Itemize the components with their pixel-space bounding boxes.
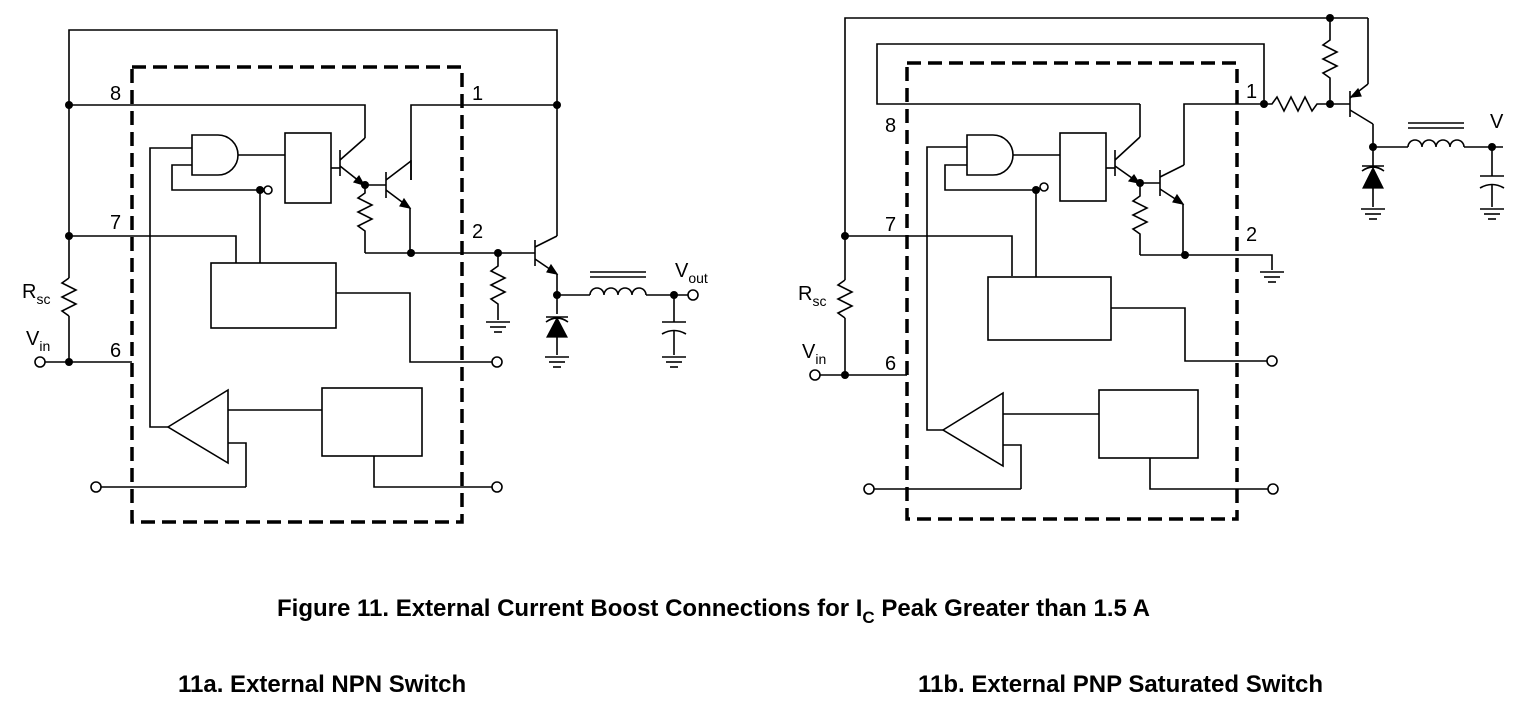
pin-2-label-b: 2 [1246, 224, 1257, 246]
driver-resistor-a [356, 185, 374, 253]
vout-label-b: V [1490, 111, 1504, 133]
top-loop-wire-a [68, 29, 558, 105]
vin-label-b: Vin [802, 341, 826, 367]
ic-outline-b [905, 61, 1239, 521]
inductor-a [589, 287, 647, 296]
pin-6-label-a: 6 [110, 340, 121, 362]
pin-8-label-a: 8 [110, 83, 121, 105]
driver-resistor-b [1131, 183, 1149, 255]
figure-caption: Figure 11. External Current Boost Connec… [277, 595, 1150, 627]
and-gate-b [966, 134, 1014, 176]
catch-diode-a [546, 316, 568, 338]
ic-outline-a [130, 65, 464, 524]
pin-6-label-b: 6 [885, 353, 896, 375]
latch-block-a [284, 132, 332, 204]
pin-1-label-b: 1 [1246, 81, 1257, 103]
rsc-resistor-a [60, 277, 78, 317]
panel-b-caption: 11b. External PNP Saturated Switch [918, 671, 1323, 698]
rsc-label-b: Rsc [798, 283, 826, 309]
panel-a-caption: 11a. External NPN Switch [178, 671, 466, 698]
and-gate-a [191, 134, 239, 176]
rsc-label-a: Rsc [22, 281, 50, 307]
vin-label-a: Vin [26, 328, 50, 354]
rsc-resistor-b [836, 279, 854, 319]
pin-7-label-a: 7 [110, 212, 121, 234]
latch-block-b [1059, 132, 1107, 202]
catch-diode-b [1362, 166, 1384, 189]
reference-block-b [1098, 389, 1199, 459]
panel-b-schematic: 8 1 7 2 6 Rsc Vin V [798, 14, 1505, 521]
comparator-b [941, 391, 1004, 468]
panel-a-schematic: 8 1 7 2 6 Rsc Vin Vout [22, 29, 708, 524]
oscillator-block-b [987, 276, 1112, 341]
pin-1-label-a: 1 [472, 83, 483, 105]
comparator-a [166, 388, 229, 465]
vout-label-a: Vout [675, 260, 708, 286]
pin-2-label-a: 2 [472, 221, 483, 243]
base-resistor-b [1264, 95, 1330, 113]
inductor-b [1407, 139, 1465, 148]
pin-7-label-b: 7 [885, 214, 896, 236]
reference-block-a [321, 387, 423, 457]
pin-8-label-b: 8 [885, 115, 896, 137]
oscillator-block-a [210, 262, 337, 329]
